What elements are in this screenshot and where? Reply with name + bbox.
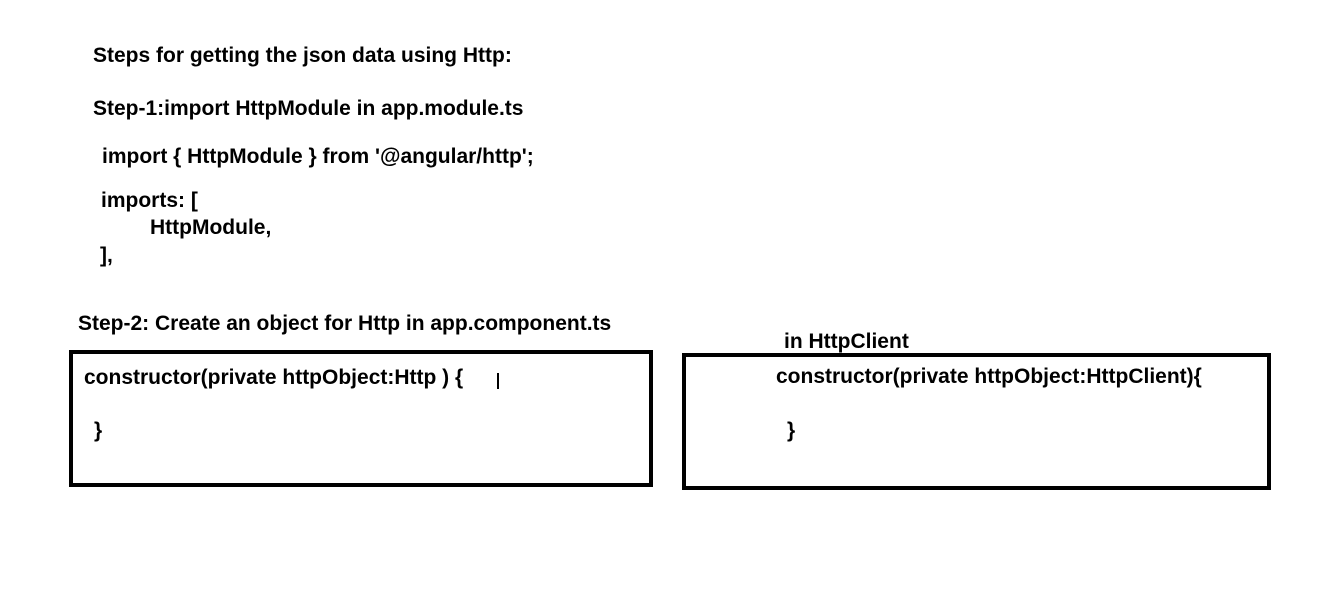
page-heading: Steps for getting the json data using Ht… (93, 44, 512, 67)
step2-title: Step-2: Create an object for Http in app… (78, 312, 612, 335)
httpclient-code-box (682, 353, 1271, 490)
http-closing-brace: } (94, 419, 103, 442)
step1-import-line: import { HttpModule } from '@angular/htt… (102, 145, 534, 168)
httpclient-label: in HttpClient (784, 330, 909, 353)
step1-imports-open: imports: [ (101, 189, 198, 212)
httpclient-closing-brace: } (787, 419, 796, 442)
step1-title: Step-1:import HttpModule in app.module.t… (93, 97, 524, 120)
text-cursor-mark (497, 373, 499, 389)
http-constructor-line: constructor(private httpObject:Http ) { (84, 366, 464, 389)
http-code-box (69, 350, 653, 487)
httpclient-constructor-line: constructor(private httpObject:HttpClien… (776, 365, 1202, 388)
step1-imports-close: ], (100, 244, 113, 267)
step1-imports-item: HttpModule, (150, 216, 272, 239)
